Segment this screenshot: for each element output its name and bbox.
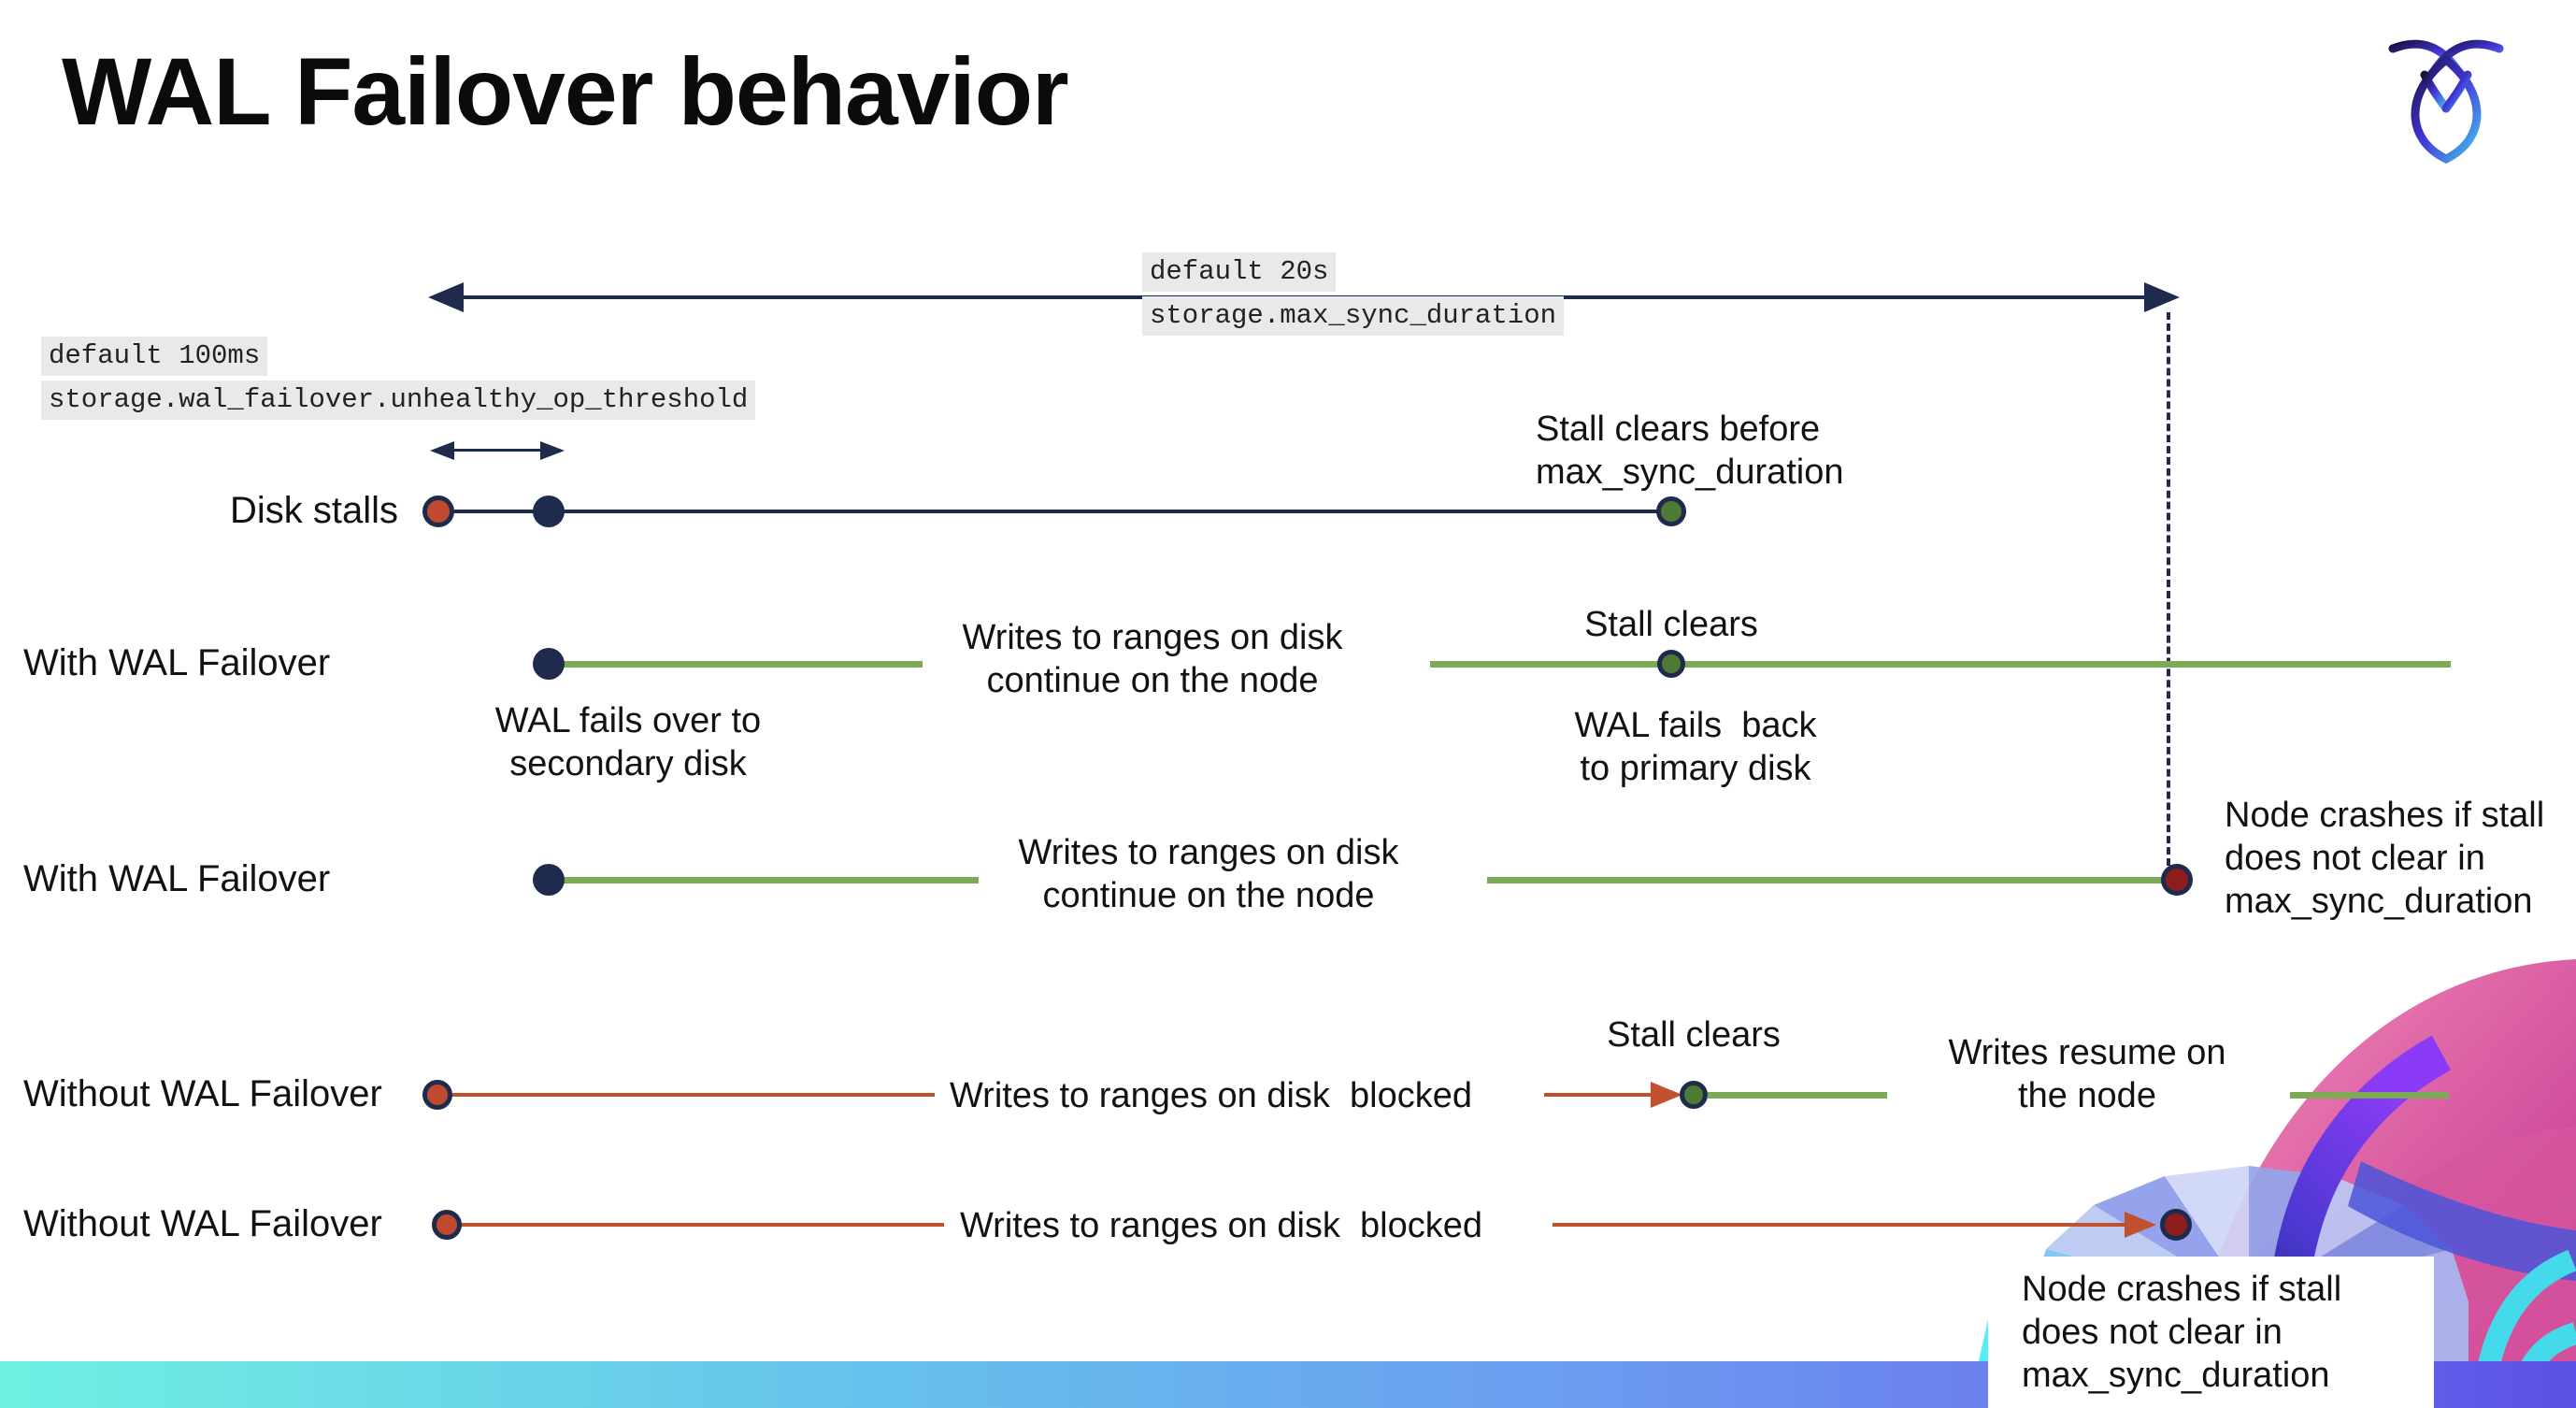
- row3-green-line-a: [549, 877, 979, 884]
- wal-failover-dot-1: [533, 648, 565, 680]
- note-writes-blocked-1: Writes to ranges on disk blocked: [950, 1076, 1473, 1115]
- row4-red-line-b: [1544, 1093, 1651, 1097]
- stall-clears-dot-3: [1680, 1081, 1708, 1109]
- row-label-without-wal-failover-1: Without WAL Failover: [23, 1073, 382, 1114]
- note-stall-clears-2: Stall clears: [1607, 1015, 1781, 1055]
- threshold-arrowhead-left: [430, 441, 454, 460]
- wal-failover-dot-2: [533, 864, 565, 896]
- row5-red-line-a: [447, 1223, 944, 1227]
- row4-green-line-a: [1708, 1092, 1887, 1099]
- row5-red-line-b: [1553, 1223, 2125, 1227]
- node-crash-callout: Node crashes if stall does not clear in …: [1988, 1257, 2434, 1408]
- failover-threshold-dot-1: [533, 496, 565, 527]
- page-title: WAL Failover behavior: [62, 38, 1069, 145]
- note-wal-fails-back: WAL fails back to primary disk: [1574, 706, 1817, 788]
- node-crash-dot-1: [2161, 864, 2193, 896]
- node-crash-dot-2: [2160, 1209, 2192, 1241]
- unhealthy-op-default-label: default 100ms: [41, 337, 268, 376]
- note-stall-clears-1: Stall clears: [1584, 605, 1758, 644]
- row4-green-line-b: [2290, 1092, 2449, 1099]
- note-writes-continue-2: Writes to ranges on disk continue on the…: [1018, 833, 1399, 915]
- threshold-arrow-line: [452, 449, 542, 452]
- max-sync-duration-label: default 20s storage.max_sync_duration: [1142, 252, 1565, 340]
- unhealthy-op-setting-label: storage.wal_failover.unhealthy_op_thresh…: [41, 381, 756, 420]
- disk-stall-timeline-line: [438, 510, 1671, 513]
- dashed-timeout-line: [2167, 312, 2170, 866]
- note-writes-continue-1: Writes to ranges on disk continue on the…: [962, 618, 1343, 700]
- max-sync-arrowhead-left: [428, 282, 464, 312]
- max-sync-arrowhead-right: [2144, 282, 2180, 312]
- note-node-crashes-1: Node crashes if stall does not clear in …: [2225, 796, 2545, 921]
- row4-red-line-a: [437, 1093, 935, 1097]
- row2-green-line-b: [1430, 661, 2451, 668]
- note-writes-resume: Writes resume on the node: [1948, 1033, 2226, 1115]
- row5-red-arrowhead: [2125, 1212, 2156, 1238]
- row-label-with-wal-failover-1: With WAL Failover: [23, 642, 331, 683]
- threshold-arrowhead-right: [540, 441, 565, 460]
- disk-stall-start-dot: [422, 496, 454, 527]
- row2-green-line-a: [549, 661, 923, 668]
- note-node-crashes-without-failover: Node crashes if stall does not clear in …: [2022, 1270, 2342, 1395]
- max-sync-setting-label: storage.max_sync_duration: [1142, 296, 1565, 336]
- note-wal-fails-over: WAL fails over to secondary disk: [494, 701, 762, 783]
- note-writes-blocked-2: Writes to ranges on disk blocked: [960, 1206, 1483, 1245]
- row3-green-line-b: [1487, 877, 2162, 884]
- stall-clears-dot-1: [1656, 496, 1686, 526]
- row4-red-arrowhead: [1651, 1082, 1682, 1108]
- unhealthy-op-threshold-label: default 100ms storage.wal_failover.unhea…: [41, 337, 756, 424]
- cockroachdb-logo-icon: [2388, 39, 2504, 165]
- note-stall-clears-before: Stall clears before max_sync_duration: [1536, 409, 1844, 492]
- disk-stall-dot-2: [422, 1080, 452, 1110]
- row-label-with-wal-failover-2: With WAL Failover: [23, 858, 331, 899]
- stall-clears-dot-2: [1657, 650, 1685, 678]
- row-label-without-wal-failover-2: Without WAL Failover: [23, 1203, 382, 1244]
- row-label-disk-stalls: Disk stalls: [230, 490, 399, 531]
- disk-stall-dot-3: [432, 1210, 462, 1240]
- max-sync-default-label: default 20s: [1142, 252, 1337, 292]
